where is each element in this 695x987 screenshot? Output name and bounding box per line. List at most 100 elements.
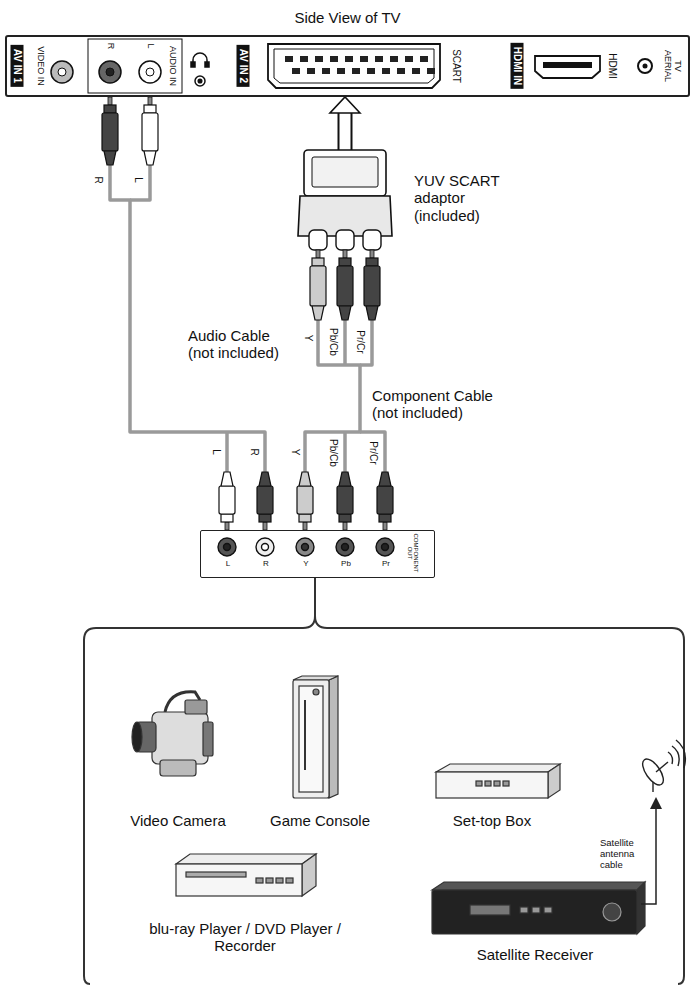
video-camera-icon [160,760,196,776]
rca-plug [259,472,271,486]
cable-label: Component Cable (not included) [370,386,504,423]
rca-plug [339,306,351,320]
rca-plug [379,472,391,486]
rca-plug [263,522,267,530]
scart-pins [345,56,353,62]
video-jack [51,61,73,83]
game-console-icon [299,686,323,792]
cable-split [360,432,385,472]
hdmi-socket [535,56,600,78]
rca-plug [339,258,351,266]
rca-plug [259,514,271,522]
port-badge: AV IN 1 [11,45,24,87]
port-badge: AV IN 2 [237,45,250,87]
scart-pins [397,68,405,74]
scart-socket [268,44,440,88]
device-caption: Video Camera [130,812,226,829]
scart-pins [360,56,368,62]
plug-label: Pb/Cb [328,328,339,356]
scart-pins [330,56,338,62]
video-camera-icon [132,722,142,752]
device-name: Video Camera [130,812,226,829]
insert-arrow [338,113,353,150]
panel-heading: Side View of TV [294,9,400,26]
output-jack [296,538,314,556]
headphone-symbol [205,62,209,67]
blu-ray-player-icon [176,864,302,896]
scart-adaptor-drawing [304,150,386,196]
video-camera-icon [132,692,213,776]
scart-adaptor-drawing [312,157,378,187]
game-console-icon [304,700,306,770]
satellite-receiver-icon [470,905,510,915]
jack-label: Pb [341,559,351,568]
aerial-socket [638,59,652,73]
blu-ray-player-icon [302,854,316,896]
scart-pins [420,56,428,62]
rca-plug [312,306,324,320]
rca-plug [383,522,387,530]
blu-ray-player-icon [186,872,246,877]
blu-ray-player-icon [176,854,316,896]
plug-label: Pb/Cb [328,439,339,467]
set-top-box-icon [436,764,560,798]
rca-plug [366,258,378,266]
device-name: Game Console [270,812,370,829]
cable-label: Audio Cable (not included) [186,326,294,363]
rca-plug [221,472,233,486]
satellite-receiver-icon [520,907,528,913]
satellite-dish-icon [668,752,673,764]
tv-side-panel: Side View of TV [5,35,690,97]
device-caption: Game Console [270,812,370,829]
plug-label: R [93,176,104,183]
headphone-symbol [191,62,195,67]
rca-plug [142,113,158,151]
set-top-box-icon [494,781,500,786]
output-jack [382,544,389,551]
rca-plug [370,250,374,258]
rca-plug [377,472,393,530]
blu-ray-player-icon [256,878,263,883]
satellite-receiver-icon [544,907,552,913]
audio-jack-r [99,61,121,83]
antenna-cable [641,800,656,904]
insert-arrow [330,97,360,150]
rca-plug [299,472,311,486]
scart-pins [412,68,420,74]
rca-plug [104,105,116,113]
audio-in-frame [88,39,182,93]
rca-plug [316,250,320,258]
rca-plug [364,266,380,306]
scart-socket [268,44,440,88]
device-caption: blu-ray Player / DVD Player / Recorder [138,920,353,955]
rca-plug [377,486,393,514]
cable-split [130,165,150,200]
jack-label: R [263,559,269,568]
rca-plug [343,250,347,258]
scart-socket [274,49,434,83]
cable [110,97,265,530]
jack-label: COMPONENT OUT [407,532,420,574]
rca-plug [144,151,156,165]
scart-pins [322,68,330,74]
output-jack [336,538,354,556]
game-console-icon [293,676,338,798]
scart-pins [307,68,315,74]
rca-plug [142,97,158,165]
rca-plug [257,486,273,514]
output-jack [218,538,394,556]
scart-pins [352,68,360,74]
audio-jack-l [146,68,154,76]
game-console-icon [293,680,329,798]
rca-plug [339,514,351,522]
rca-plug [379,514,391,522]
device-bracket [84,578,684,984]
game-console-icon [313,689,319,695]
rca-plug [339,472,351,486]
scart-pins [292,68,300,74]
jack-label: Pr [382,559,390,568]
satellite-dish-icon [652,782,653,792]
aerial-socket [643,64,648,69]
adaptor-label: YUV SCART adaptor (included) [414,172,510,224]
